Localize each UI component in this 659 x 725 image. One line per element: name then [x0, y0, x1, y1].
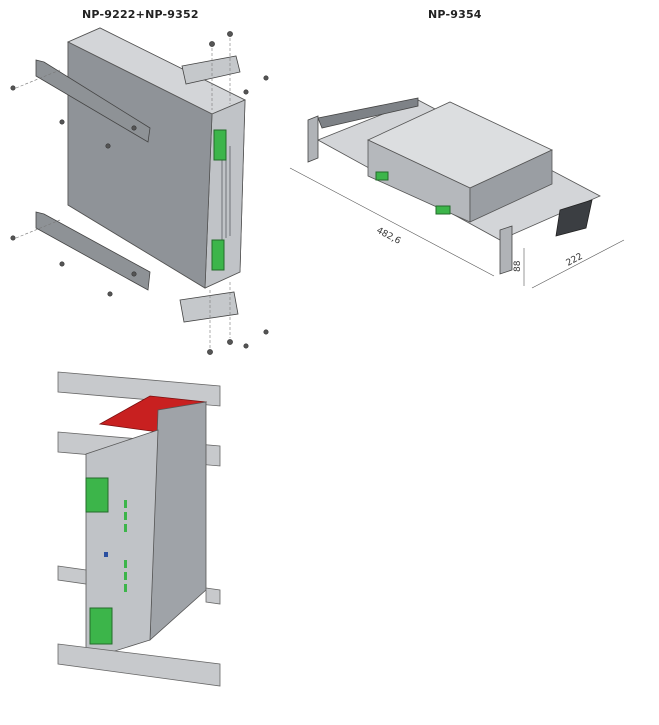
dim-width: 482,6: [375, 226, 403, 247]
bracket-top: [181, 55, 241, 85]
din-connector-bottom: [89, 607, 113, 645]
rack-mount-title: NP-9354: [428, 8, 482, 21]
device-connector-1: [375, 171, 389, 181]
dim-depth: 222: [565, 252, 585, 269]
din-rail-lower-right: [205, 587, 221, 605]
blue-indicator: [104, 552, 108, 557]
rack-mount-figure: 482,6 88 222: [289, 97, 625, 289]
device-side: [469, 149, 553, 223]
bracket-bottom: [179, 291, 239, 323]
connector-top: [213, 129, 227, 161]
din-rail-bottom: [57, 643, 221, 687]
rack-ear-right: [499, 225, 513, 275]
rack-ear-left: [307, 115, 319, 163]
din-rail-lower-left: [57, 565, 87, 585]
rack-gusset: [555, 199, 593, 237]
din-rail-figure: [57, 371, 221, 687]
dim-height: 88: [513, 260, 523, 272]
din-connector-top: [85, 477, 109, 513]
wall-mount-title: NP-9222+NP-9352: [82, 8, 199, 21]
din-housing-side: [149, 401, 207, 641]
bracket-lower: [35, 211, 151, 291]
wall-mount-figure: [10, 27, 269, 355]
din-rail-top: [57, 371, 221, 407]
rack-flange-rear: [317, 97, 419, 129]
connector-bottom: [211, 239, 225, 271]
bracket-upper: [35, 59, 151, 143]
device-connector-2: [435, 205, 451, 215]
